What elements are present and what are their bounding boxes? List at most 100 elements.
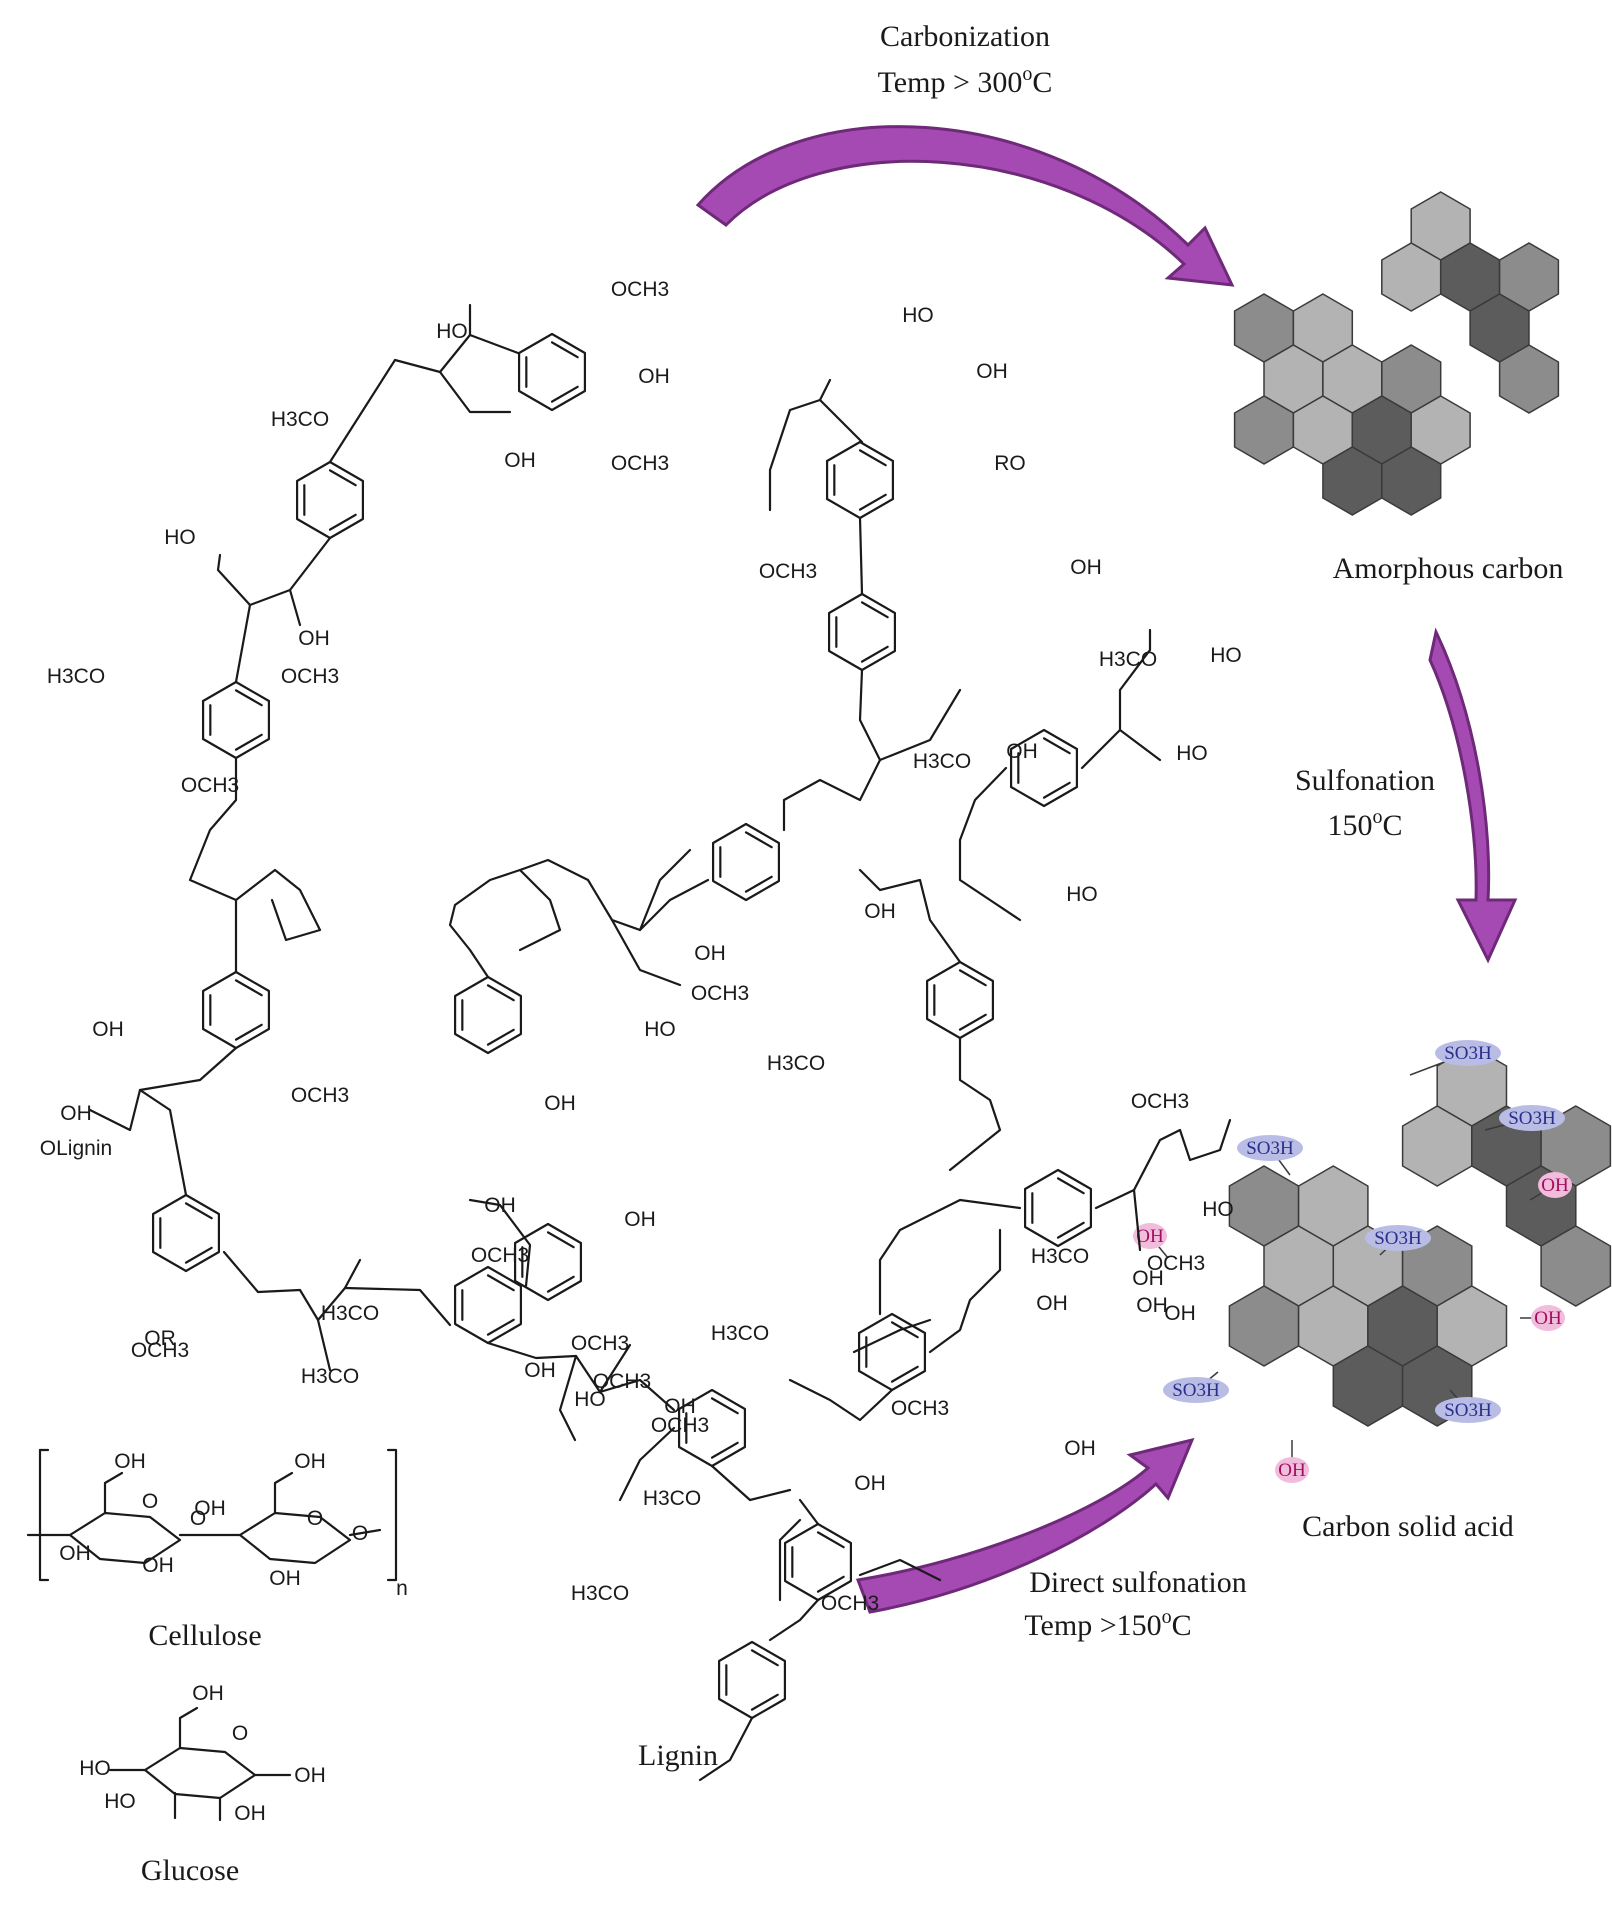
so3h-badge bbox=[1365, 1225, 1431, 1251]
amorphous-carbon-structure bbox=[1233, 191, 1560, 516]
group-label: OH bbox=[484, 1194, 516, 1217]
group-label: OCH3 bbox=[181, 774, 239, 797]
group-label: OH bbox=[694, 942, 726, 965]
cellulose-label: Cellulose bbox=[148, 1619, 261, 1652]
group-label: OH bbox=[504, 449, 536, 472]
benzene-ring bbox=[201, 680, 271, 760]
group-label: OH bbox=[1132, 1267, 1164, 1290]
group-label: HO bbox=[104, 1790, 136, 1813]
glucose-label: Glucose bbox=[141, 1854, 239, 1887]
amorphous-carbon-label: Amorphous carbon bbox=[1333, 552, 1564, 585]
group-label: O bbox=[190, 1507, 206, 1530]
so3h-label: SO3H bbox=[1444, 1400, 1492, 1421]
group-label: O bbox=[142, 1490, 158, 1513]
group-label: RO bbox=[994, 452, 1026, 475]
oh-label: OH bbox=[1136, 1226, 1164, 1247]
direct-sulfonation-arrow bbox=[855, 1437, 1195, 1614]
group-label: OH bbox=[524, 1359, 556, 1382]
group-label: H3CO bbox=[643, 1487, 701, 1510]
group-label: O bbox=[307, 1507, 323, 1530]
group-label: OH bbox=[298, 627, 330, 650]
group-label: OH bbox=[269, 1567, 301, 1590]
group-label: n bbox=[396, 1577, 408, 1600]
group-label: O bbox=[232, 1722, 248, 1745]
group-label: OCH3 bbox=[891, 1397, 949, 1420]
group-label: OH bbox=[294, 1450, 326, 1473]
group-label: OH bbox=[1064, 1437, 1096, 1460]
group-label: OR bbox=[144, 1327, 176, 1350]
group-label: OCH3 bbox=[611, 278, 669, 301]
group-label: OH bbox=[664, 1395, 696, 1418]
group-label: OH bbox=[544, 1092, 576, 1115]
benzene-ring bbox=[1023, 1168, 1093, 1248]
group-label: HO bbox=[574, 1388, 606, 1411]
group-label: HO bbox=[644, 1018, 676, 1041]
group-label: H3CO bbox=[271, 408, 329, 431]
group-label: OCH3 bbox=[291, 1084, 349, 1107]
sulfonation-label: Sulfonation bbox=[1295, 764, 1435, 797]
group-label: OCH3 bbox=[471, 1244, 529, 1267]
oh-badge bbox=[1538, 1172, 1572, 1198]
so3h-label: SO3H bbox=[1444, 1043, 1492, 1064]
group-label: OH bbox=[59, 1542, 91, 1565]
group-label: H3CO bbox=[913, 750, 971, 773]
group-label: OCH3 bbox=[759, 560, 817, 583]
oh-badge bbox=[1133, 1223, 1167, 1249]
group-label: OCH3 bbox=[593, 1370, 651, 1393]
direct-sulfonation-label: Direct sulfonation bbox=[1029, 1566, 1246, 1599]
so3h-label: SO3H bbox=[1508, 1108, 1556, 1129]
functional-group-badges: SO3H SO3H SO3H OH SO3H OH OH SO3H SO3H OH bbox=[1133, 1040, 1572, 1483]
benzene-ring bbox=[151, 1193, 221, 1273]
benzene-ring bbox=[453, 975, 523, 1055]
so3h-badge bbox=[1237, 1135, 1303, 1161]
benzene-ring bbox=[517, 332, 587, 412]
so3h-label: SO3H bbox=[1246, 1138, 1294, 1159]
group-label: H3CO bbox=[711, 1322, 769, 1345]
carbonization-label: Carbonization bbox=[880, 20, 1050, 53]
direct-sulfonation-temp-label: Temp >150oC bbox=[1024, 1606, 1191, 1642]
carbon-hexagon bbox=[1540, 1225, 1612, 1307]
benzene-ring bbox=[453, 1265, 523, 1345]
so3h-label: SO3H bbox=[1172, 1380, 1220, 1401]
benzene-ring bbox=[295, 460, 365, 540]
benzene-ring bbox=[513, 1222, 583, 1302]
benzene-ring bbox=[711, 822, 781, 902]
group-label: OCH3 bbox=[571, 1332, 629, 1355]
group-label: OCH3 bbox=[1147, 1252, 1205, 1275]
group-label: OH bbox=[92, 1018, 124, 1041]
sulfonation-temp-label: 150oC bbox=[1327, 806, 1402, 842]
group-label: HO bbox=[79, 1757, 111, 1780]
group-label: OH bbox=[1136, 1294, 1168, 1317]
group-label: H3CO bbox=[301, 1365, 359, 1388]
oh-label: OH bbox=[1278, 1460, 1306, 1481]
group-label: H3CO bbox=[1031, 1245, 1089, 1268]
benzene-ring bbox=[783, 1522, 853, 1602]
group-label: OH bbox=[294, 1764, 326, 1787]
group-label: OCH3 bbox=[651, 1414, 709, 1437]
group-label: HO bbox=[1066, 883, 1098, 906]
group-label: OH bbox=[854, 1472, 886, 1495]
carbon-hexagon bbox=[1498, 344, 1560, 414]
group-label: HO bbox=[1202, 1198, 1234, 1221]
group-label: OLignin bbox=[40, 1137, 112, 1160]
group-label: H3CO bbox=[1099, 648, 1157, 671]
group-label: OH bbox=[60, 1102, 92, 1125]
group-label: H3CO bbox=[767, 1052, 825, 1075]
group-label: HO bbox=[436, 320, 468, 343]
group-label: OCH3 bbox=[131, 1339, 189, 1362]
benzene-ring bbox=[825, 440, 895, 520]
benzene-ring bbox=[827, 592, 897, 672]
so3h-label: SO3H bbox=[1374, 1228, 1422, 1249]
oh-label: OH bbox=[1534, 1308, 1562, 1329]
so3h-badge bbox=[1435, 1397, 1501, 1423]
group-label: OCH3 bbox=[691, 982, 749, 1005]
sulfonation-arrow bbox=[1428, 627, 1518, 964]
group-label: OH bbox=[638, 365, 670, 388]
lignin-label: Lignin bbox=[638, 1739, 718, 1772]
so3h-badge bbox=[1499, 1105, 1565, 1131]
group-label: OH bbox=[1006, 740, 1038, 763]
